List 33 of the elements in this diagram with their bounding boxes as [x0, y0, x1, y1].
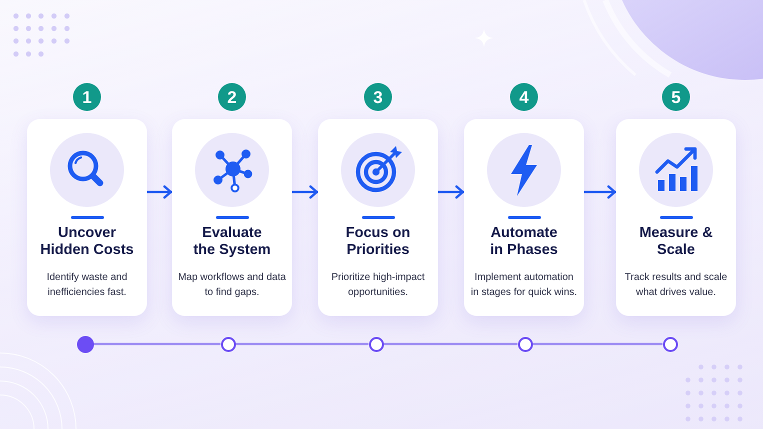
card-title: Measure & Scale — [638, 225, 714, 259]
active-timeline-dot — [76, 336, 94, 352]
step-card — [464, 119, 584, 316]
step-badge: 4 — [510, 83, 538, 111]
step-card — [27, 119, 147, 316]
step-card — [318, 119, 438, 316]
card-description: Identify waste and inefficiencies fast. — [46, 271, 128, 300]
card-description: Track results and scale what drives value. — [624, 271, 728, 300]
connector-line — [532, 342, 662, 346]
step-badge: 2 — [218, 83, 246, 111]
connector-line — [384, 342, 518, 346]
arrow — [438, 185, 464, 199]
connector-line — [94, 342, 220, 346]
timeline-dot — [662, 336, 678, 352]
arrow — [584, 185, 616, 199]
card-title: Evaluate the System — [192, 225, 272, 259]
card-description: Map workflows and data to find gaps. — [177, 271, 287, 300]
step-badge: 1 — [73, 83, 101, 111]
step-card — [616, 119, 736, 316]
card-title: Automate in Phases — [489, 225, 559, 259]
arrow — [147, 185, 172, 199]
card-title: Uncover Hidden Costs — [39, 225, 135, 259]
card-title: Focus on Priorities — [344, 225, 412, 259]
timeline-dot — [220, 336, 236, 352]
card-description: Implement automation in stages for quick wins. — [470, 271, 578, 300]
connector-line — [236, 342, 368, 346]
card-description: Prioritize high-impact opportunities. — [330, 271, 426, 300]
timeline-dot — [368, 336, 384, 352]
step-badge: 3 — [364, 83, 392, 111]
step-card — [172, 119, 292, 316]
timeline-dot — [518, 336, 532, 352]
arrow — [292, 185, 318, 199]
step-badge: 5 — [662, 83, 690, 111]
